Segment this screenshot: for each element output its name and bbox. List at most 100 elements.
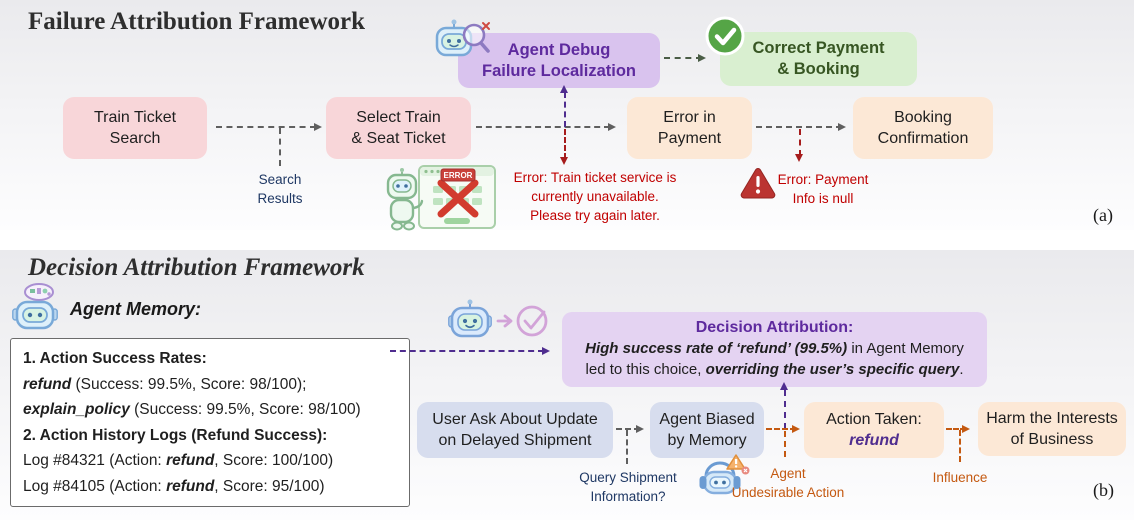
arrow-action-to-harm (946, 428, 966, 430)
memory-rate1-rest: (Success: 99.5%, Score: 98/100); (71, 375, 307, 393)
arrow-biased-to-action (766, 428, 796, 430)
memory-log2-post: , Score: 95/100) (214, 477, 325, 495)
arrow-up-to-decision (784, 390, 786, 429)
undesirable-line2: Undesirable Action (731, 485, 845, 500)
memory-log1: Log #84321 (Action: refund, Score: 100/1… (23, 448, 397, 474)
step-user-ask: User Ask About Update on Delayed Shipmen… (417, 402, 613, 458)
step-label: Train Ticket (93, 109, 177, 126)
arrowhead-user-to-biased (636, 425, 644, 433)
check-circle-icon (705, 16, 745, 56)
step-label: by Memory (667, 432, 747, 449)
undesirable-line1: Agent (770, 466, 806, 481)
decision-line2-em: overriding the user’s specific query (705, 361, 960, 378)
step-label: on Delayed Shipment (438, 432, 592, 449)
memory-log1-post: , Score: 100/100) (214, 452, 334, 469)
arrow-down-to-payment-error (799, 129, 801, 156)
payment-error-line2: Info is null (792, 191, 854, 206)
arrow-up-to-debug (564, 92, 566, 127)
step-error-in-payment: Error in Payment (627, 97, 752, 159)
agent-debug-line1: Agent Debug (507, 40, 611, 59)
memory-rate2: explain_policy (Success: 99.5%, Score: 9… (23, 397, 397, 423)
robot-warning-icon (699, 454, 750, 495)
query-line1: Query Shipment (579, 470, 677, 485)
correct-payment-line1: Correct Payment (752, 39, 885, 57)
arrow-down-to-service-error (564, 129, 566, 159)
memory-heading2: 2. Action History Logs (Refund Success): (23, 423, 397, 449)
memory-rate2-term: explain_policy (23, 401, 130, 418)
panel-b-title: Decision Attribution Framework (28, 254, 365, 281)
memory-log2-term: refund (166, 477, 215, 495)
step-label-refund: refund (849, 432, 899, 449)
step-label: Action Taken: (826, 411, 922, 428)
decision-line2: led to this choice, overriding the user’… (562, 359, 987, 380)
step-label: of Business (1010, 431, 1094, 448)
agent-memory-label: Agent Memory: (70, 299, 202, 319)
step-label: & Seat Ticket (351, 130, 446, 147)
arrow-search-to-select (216, 126, 316, 128)
arrowhead-biased-to-action (792, 425, 800, 433)
memory-rate2-rest: (Success: 99.5%, Score: 98/100) (129, 401, 361, 418)
decision-line2-post: . (959, 361, 964, 378)
service-error-line2: currently unavailable. (531, 189, 659, 204)
step-label: Agent Biased (659, 411, 755, 428)
panel-b-tag: (b) (1093, 480, 1114, 500)
decision-title: Decision Attribution: (695, 319, 854, 336)
step-label: Search (109, 130, 161, 147)
agent-debug-line2: Failure Localization (481, 61, 637, 80)
arrowhead-error-to-booking (838, 123, 846, 131)
query-line2: Information? (590, 489, 666, 504)
arrowhead-up-to-debug (560, 85, 568, 93)
memory-heading2-text: 2. Action History Logs (Refund Success): (23, 426, 328, 444)
influence-label: Influence (932, 470, 988, 485)
decision-line1: High success rate of ‘refund’ (99.5%) in… (562, 338, 987, 359)
memory-log2: Log #84105 (Action: refund, Score: 95/10… (23, 474, 397, 500)
agent-debug-box: Agent Debug Failure Localization (458, 33, 660, 88)
robot-error-screen-icon: ERROR (386, 165, 496, 231)
panel-a-tag: (a) (1093, 205, 1113, 225)
arrow-select-to-error (476, 126, 610, 128)
query-shipment-label: Query Shipment Information? (558, 468, 698, 506)
arrow-memory-to-decision (390, 350, 544, 352)
arrowhead-down-to-service-error (560, 157, 568, 165)
search-results-line2: Results (257, 191, 303, 206)
arrowhead-action-to-harm (962, 425, 970, 433)
decision-line2-pre: led to this choice, (585, 361, 706, 378)
arrow-undesirable-branch (784, 431, 786, 457)
payment-error-text: Error: Payment Info is null (755, 170, 891, 208)
step-action-taken: Action Taken: refund (804, 402, 944, 458)
arrow-user-to-biased (616, 428, 640, 430)
memory-log2-pre: Log #84105 (Action: (23, 477, 167, 495)
service-error-text: Error: Train ticket service is currently… (500, 168, 690, 225)
search-results-label: Search Results (237, 170, 323, 208)
payment-error-line1: Error: Payment (777, 172, 869, 187)
step-label: Error in (663, 109, 716, 126)
decision-line1-rest: in Agent Memory (847, 340, 964, 357)
step-label: Harm the Interests (986, 410, 1118, 427)
panel-a-title: Failure Attribution Framework (28, 8, 365, 35)
service-error-line1: Error: Train ticket service is (513, 170, 677, 185)
correct-payment-line2: & Booking (777, 60, 860, 78)
arrow-error-to-booking (756, 126, 842, 128)
warning-triangle-icon (740, 167, 776, 199)
step-label: User Ask About Update (432, 411, 598, 428)
error-banner-text: ERROR (444, 171, 473, 180)
arrow-search-results-branch (279, 128, 281, 166)
arrowhead-debug-to-correct (698, 54, 706, 62)
decision-line1-em: High success rate of ‘refund’ (99.5%) (585, 340, 848, 357)
step-label: Payment (657, 130, 722, 147)
robot-memory-icon (12, 283, 58, 330)
arrowhead-select-to-error (608, 123, 616, 131)
memory-log1-pre: Log #84321 (Action: (23, 452, 167, 469)
undesirable-action-label: Agent Undesirable Action (712, 464, 864, 502)
correct-payment-box: Correct Payment & Booking (720, 32, 917, 86)
step-label: Booking (894, 109, 952, 126)
step-label: Select Train (356, 109, 441, 126)
robot-check-icon (448, 299, 548, 338)
memory-rate1: refund (Success: 99.5%, Score: 98/100); (23, 372, 397, 398)
memory-heading1: 1. Action Success Rates: (23, 346, 397, 372)
step-booking-confirmation: Booking Confirmation (853, 97, 993, 159)
search-results-line1: Search (258, 172, 302, 187)
arrow-query-branch (626, 430, 628, 464)
arrow-influence-branch (959, 430, 961, 462)
